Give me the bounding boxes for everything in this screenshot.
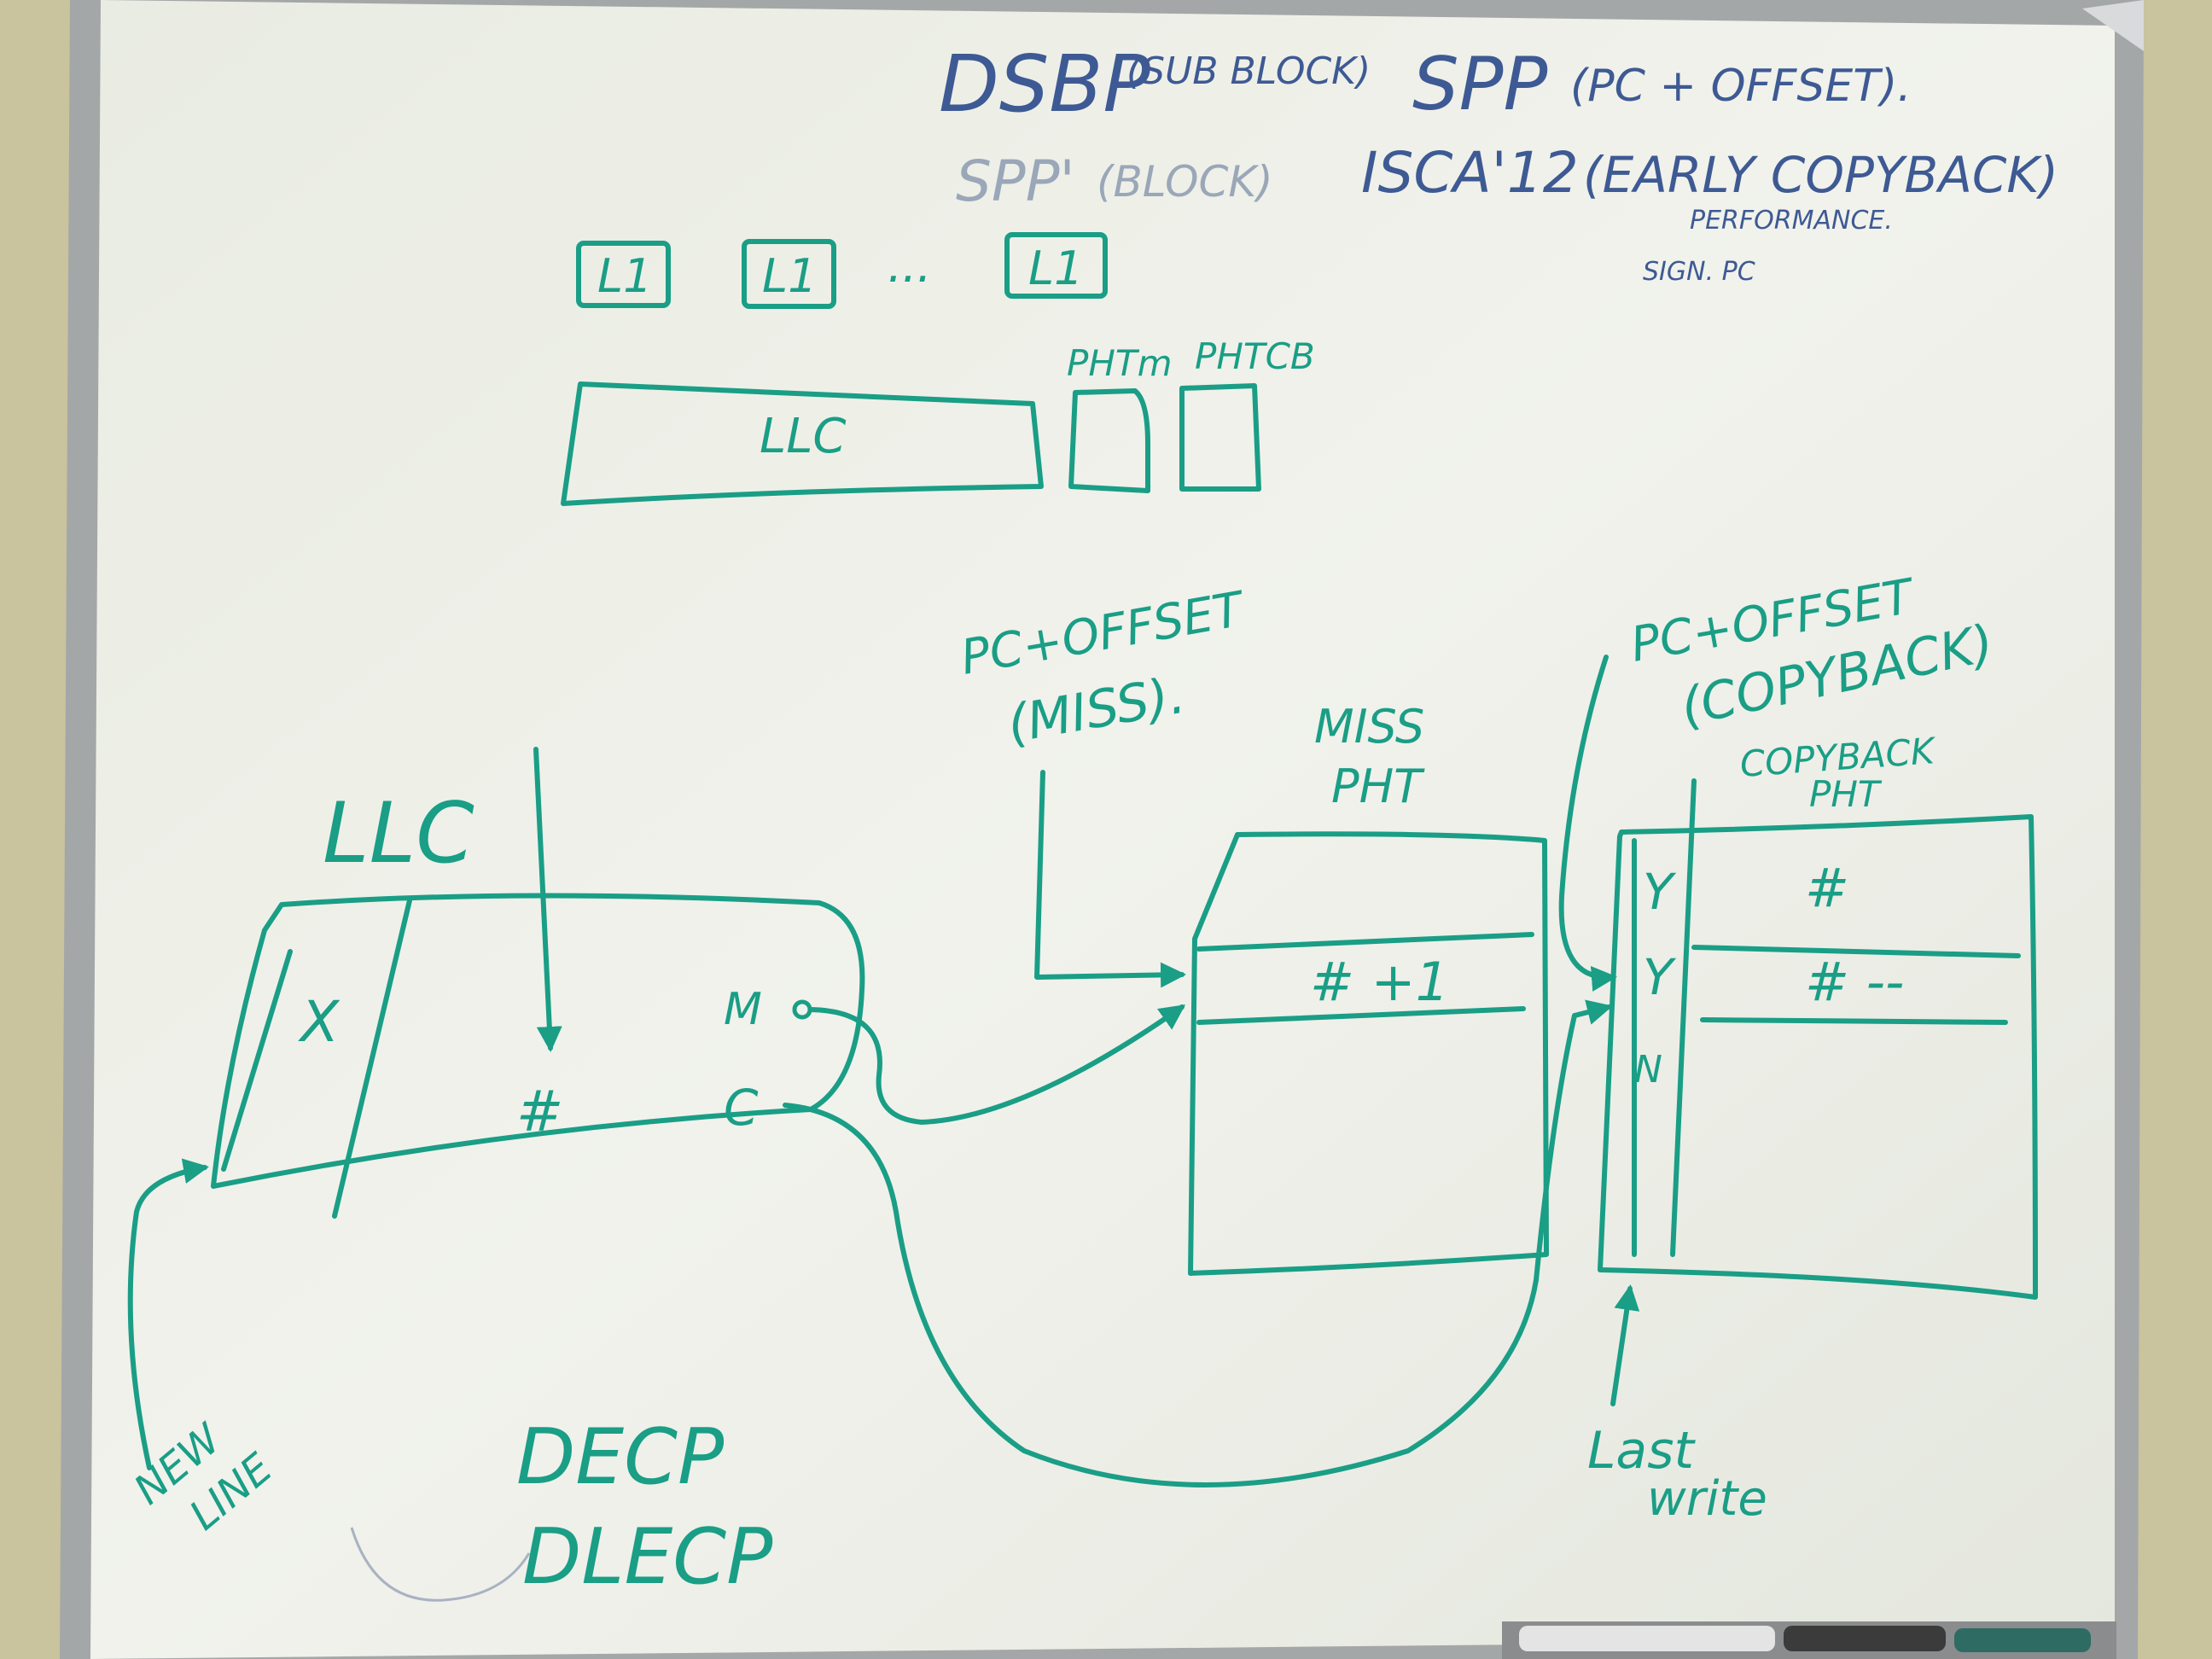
- cb-flag-1: Y: [1643, 863, 1677, 921]
- llc-column-divider: [332, 898, 412, 1219]
- decp-label: DECP: [516, 1412, 725, 1502]
- l1-label-1: L1: [597, 249, 652, 303]
- l1-box-1: [576, 241, 671, 308]
- note-isca-paren: (EARLY COPYBACK): [1583, 146, 2058, 204]
- cb-flag-2: Y: [1643, 948, 1677, 1006]
- llc-box-top: [561, 381, 1044, 506]
- l1-box-3: [1004, 232, 1108, 299]
- access-arrow: [533, 747, 562, 1052]
- note-spp-block: SPP': [956, 148, 1075, 214]
- miss-pht-title-1: MISS: [1314, 700, 1424, 754]
- marker-3: [1954, 1628, 2091, 1652]
- note-dsbp-paren: (SUB BLOCK): [1126, 49, 1371, 93]
- llc-x-mark: X: [298, 989, 341, 1055]
- miss-pht-row-line-1: [1196, 932, 1534, 952]
- pht-cb-box: [1179, 383, 1261, 492]
- copyback-pht-title-2: PHT: [1809, 773, 1883, 815]
- cb-row-line-1: [1691, 945, 2021, 958]
- l1-box-2: [742, 239, 836, 309]
- cb-row-2: # --: [1805, 951, 1904, 1013]
- pht-cb-label: PHTCB: [1195, 335, 1315, 377]
- copyback-pht-table: [1598, 814, 2038, 1300]
- l1-dots: ...: [888, 239, 932, 293]
- miss-pht-table: [1188, 831, 1549, 1276]
- marker-tray: [1502, 1621, 2116, 1659]
- note-dsbp: DSBP: [939, 38, 1150, 130]
- pc-cb-arrow: [1558, 655, 1617, 992]
- miss-pht-row: # +1: [1310, 951, 1449, 1013]
- miss-pht-row-line-2: [1196, 1006, 1526, 1025]
- note-sign-pc: SIGN. PC: [1643, 257, 1755, 287]
- cb-row-1: #: [1805, 857, 1849, 919]
- cb-flag-column-line: [1670, 778, 1697, 1257]
- miss-pht-title-2: PHT: [1331, 760, 1425, 813]
- l1-label-2: L1: [762, 249, 817, 303]
- cb-flag-3: N: [1634, 1048, 1662, 1091]
- cache-hierarchy: L1 L1 ... L1 LLC PHTm PHTCB: [561, 232, 1315, 506]
- note-spp-paren: (PC + OFFSET).: [1570, 61, 1912, 112]
- last-write-1: Last: [1587, 1421, 1696, 1481]
- frame-corner: [2082, 0, 2144, 51]
- top-notes: DSBP (SUB BLOCK) SPP (PC + OFFSET). SPP'…: [939, 38, 2058, 287]
- note-spp-block-paren: (BLOCK): [1097, 157, 1273, 207]
- new-line-arrow: [127, 1158, 209, 1470]
- cb-row-line-2: [1700, 1017, 2008, 1025]
- pht-m-box: [1068, 388, 1150, 493]
- last-write-arrow: [1610, 1284, 1640, 1406]
- note-spp: SPP: [1412, 42, 1547, 127]
- l1-label-3: L1: [1028, 242, 1083, 295]
- llc-label-top: LLC: [760, 409, 847, 464]
- dlecp-label: DLECP: [522, 1512, 773, 1602]
- faint-curve: [350, 1527, 531, 1602]
- llc-title: LLC: [323, 785, 474, 882]
- miss-arrow: [808, 1004, 1186, 1125]
- llc-left-edge: [221, 949, 293, 1172]
- llc-hash-mark: #: [516, 1079, 563, 1144]
- note-isca: ISCA'12: [1361, 140, 1579, 206]
- copyback-arrow: [783, 999, 1613, 1487]
- last-write-2: write: [1647, 1471, 1767, 1527]
- pht-m-label: PHTm: [1067, 342, 1172, 384]
- llc-cache-box: [211, 893, 865, 1189]
- marker-2: [1784, 1626, 1946, 1651]
- note-performance: PERFORMANCE.: [1690, 206, 1893, 236]
- pc-miss-arrow: [1034, 770, 1186, 988]
- board-surface: [90, 0, 2115, 1659]
- llc-m-label: M: [724, 984, 762, 1035]
- marker-1: [1519, 1626, 1775, 1651]
- llc-c-label: C: [724, 1079, 759, 1137]
